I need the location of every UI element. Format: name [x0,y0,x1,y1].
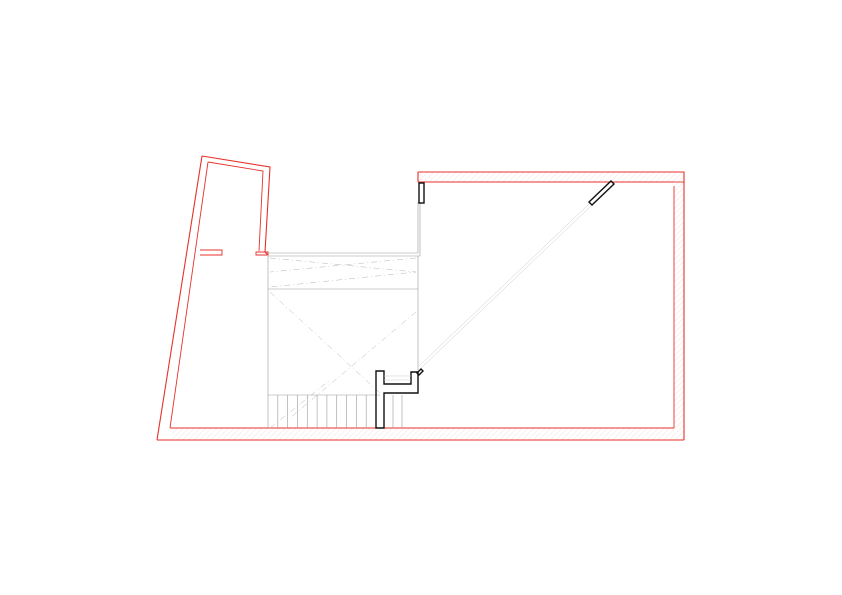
south-wall [157,427,684,441]
right-wing-north-outer-wall [418,171,685,440]
small-pivot-element [416,368,424,376]
void-top-edge [268,202,419,254]
right-wing-walls [417,171,685,440]
core-wall-element [375,370,419,429]
north-wall-hatch [418,172,684,182]
lower-bay-diagonal-3 [269,379,331,429]
left-wing-outer-wall [201,155,271,256]
east-wall-hatch [674,182,684,428]
left-wing-partition-stub [200,249,223,256]
structural-elements [375,180,616,429]
left-wing-walls [156,155,271,441]
left-wing-partition-stub-right [255,251,269,256]
upper-bay-diagonal-2 [269,257,417,273]
lower-bay-diagonal-2 [289,311,417,419]
left-wing-west-outer-wall [156,155,203,441]
left-wing-west-inner-wall [169,161,209,429]
column-north [418,182,425,204]
lower-bay-diagonal-1 [269,291,381,394]
glazing [384,203,592,381]
central-void [267,202,421,429]
diagonal-glazing-inner [420,205,592,369]
upper-bay-diagonal-1 [269,257,417,288]
diagonal-wall-element [587,180,616,206]
stair [277,395,403,428]
diagonal-glazing-outer [418,203,590,367]
left-wing-inner-wall [207,161,264,252]
south-wall-hatch [172,428,684,440]
void-top-edge-inner [268,202,421,257]
